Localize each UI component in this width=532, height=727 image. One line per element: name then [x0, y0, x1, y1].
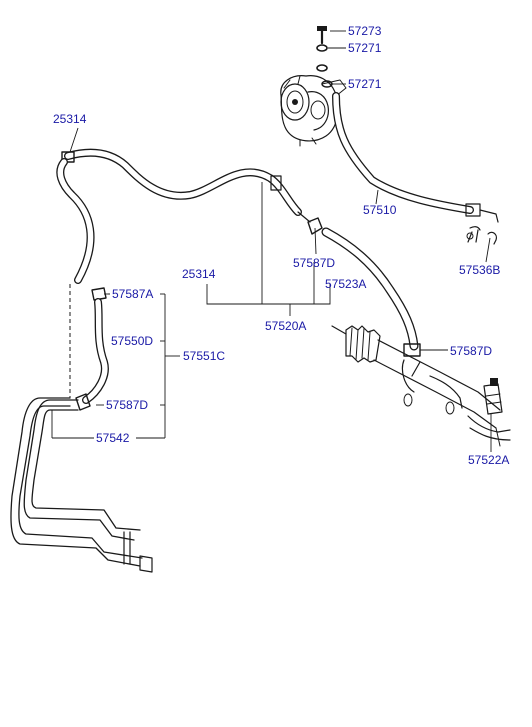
cooler-tube-57542	[10, 397, 153, 573]
pressure-hose-57510	[332, 92, 499, 223]
label-57542: 57542	[96, 431, 130, 445]
hose-57550d	[82, 298, 109, 404]
label-57271-upper: 57271	[348, 41, 382, 55]
label-57551c: 57551C	[183, 349, 226, 363]
label-57523a: 57523A	[325, 277, 367, 291]
fitting-57536b	[466, 226, 497, 245]
label-57587d-right: 57587D	[450, 344, 493, 358]
label-57271-lower: 57271	[348, 77, 382, 91]
leader-lines	[51, 30, 492, 452]
label-57536b: 57536B	[459, 263, 501, 277]
label-25314-upper: 25314	[53, 112, 87, 126]
hose-57523a	[321, 227, 419, 351]
label-57273: 57273	[348, 24, 382, 38]
label-57587a: 57587A	[112, 287, 154, 301]
steering-gear-57522a	[331, 325, 511, 447]
label-25314-lower: 25314	[182, 267, 216, 281]
return-hose-25314	[64, 148, 311, 223]
reservoir-hose-upper	[56, 158, 95, 284]
clamp-57587d-upper	[307, 217, 323, 235]
clamp-57587d-lower	[75, 393, 91, 411]
bolt-57273	[317, 26, 327, 45]
gasket-57271-upper	[316, 44, 328, 52]
label-57587d-lower: 57587D	[106, 398, 149, 412]
label-57550d: 57550D	[111, 334, 154, 348]
label-57522a: 57522A	[468, 453, 510, 467]
label-57587d-upper: 57587D	[293, 256, 336, 270]
label-57520a: 57520A	[265, 319, 307, 333]
clamp-57587a	[91, 287, 107, 301]
label-57510: 57510	[363, 203, 397, 217]
